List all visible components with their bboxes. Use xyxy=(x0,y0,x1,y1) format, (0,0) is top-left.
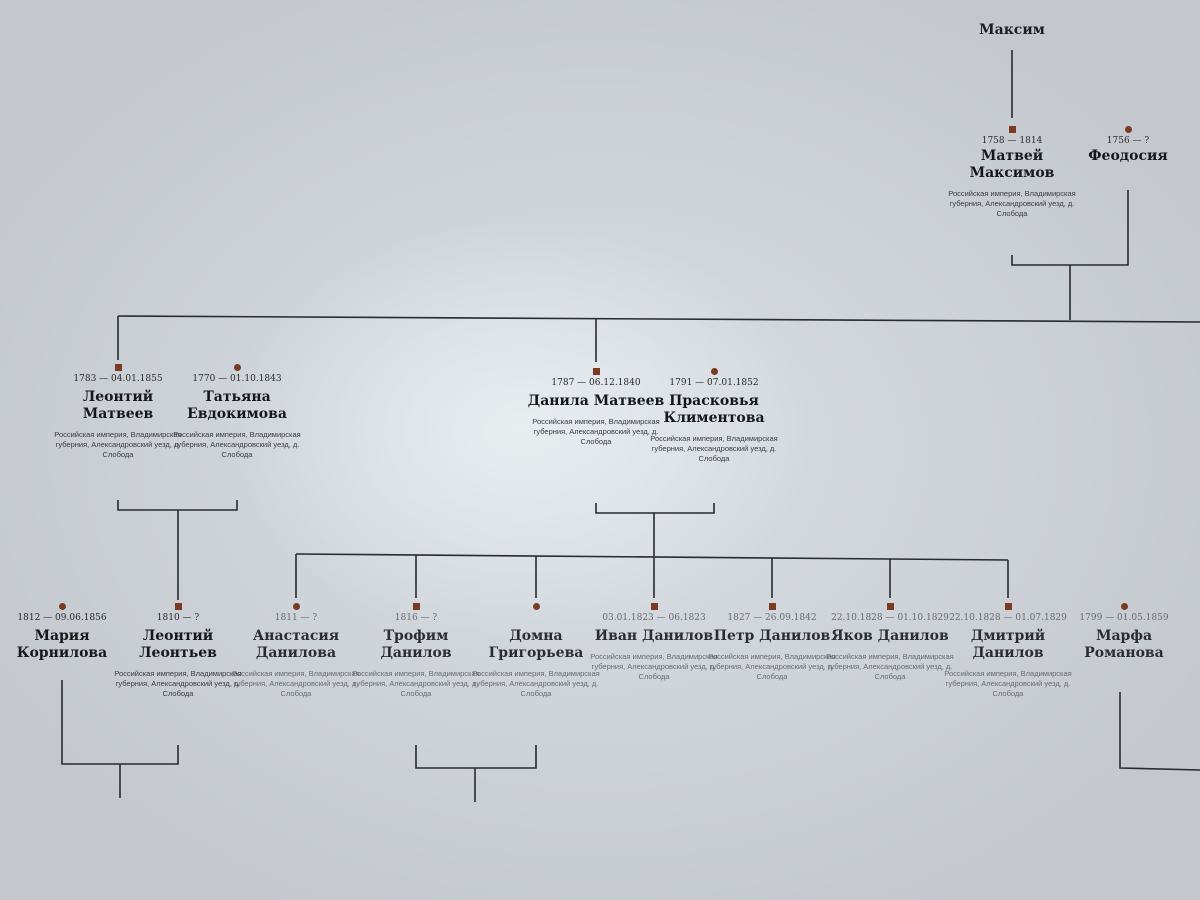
person-birthplace: Российская империя, Владимирская губерни… xyxy=(472,669,600,698)
person-name: Яков Данилов xyxy=(831,628,949,644)
person-leontiy[interactable]: 1783 — 04.01.1855 Леонтий Матвеев Россий… xyxy=(48,364,188,460)
person-name: Матвей Максимов xyxy=(969,148,1055,181)
female-marker-icon xyxy=(58,603,66,610)
female-marker-icon xyxy=(532,603,540,610)
person-dates: 1799 — 01.05.1859 xyxy=(1079,613,1169,623)
person-yakov[interactable]: 22.10.1828 — 01.10.1829 Яков Данилов Рос… xyxy=(820,603,960,682)
male-marker-icon xyxy=(650,603,658,610)
female-marker-icon xyxy=(233,364,241,371)
person-name: Максим xyxy=(979,22,1045,38)
person-name: Феодосия xyxy=(1088,148,1168,164)
person-name: Домна Григорьева xyxy=(488,628,584,661)
connector-couple-danila-praskovia xyxy=(595,503,715,514)
person-birthplace: Российская империя, Владимирская губерни… xyxy=(650,434,778,463)
male-marker-icon xyxy=(1004,603,1012,610)
person-name: Данила Матвеев xyxy=(527,393,665,409)
person-dates: 1783 — 04.01.1855 xyxy=(73,374,163,384)
person-feodosia[interactable]: 1756 — ? Феодосия xyxy=(1058,126,1198,165)
male-marker-icon xyxy=(114,364,122,371)
person-name: Марфа Романова xyxy=(1084,628,1164,661)
person-leontiy2[interactable]: 1810 — ? Леонтий Леонтьев Российская имп… xyxy=(108,603,248,699)
person-dates: 1770 — 01.10.1843 xyxy=(192,374,282,384)
person-dates: 22.10.1828 — 01.07.1829 xyxy=(949,613,1067,623)
female-marker-icon xyxy=(1124,126,1132,133)
person-birthplace: Российская империя, Владимирская губерни… xyxy=(948,189,1076,218)
person-dates: 1791 — 07.01.1852 xyxy=(669,378,759,388)
female-marker-icon xyxy=(1120,603,1128,610)
person-marfa[interactable]: 1799 — 01.05.1859 Марфа Романова xyxy=(1054,603,1194,662)
male-marker-icon xyxy=(886,603,894,610)
person-birthplace: Российская империя, Владимирская губерни… xyxy=(708,652,836,681)
person-name: Леонтий Леонтьев xyxy=(139,628,217,661)
person-anastasia[interactable]: 1811 — ? Анастасия Данилова Российская и… xyxy=(226,603,366,699)
male-marker-icon xyxy=(174,603,182,610)
person-dates: 1827 — 26.09.1842 xyxy=(727,613,817,623)
female-marker-icon xyxy=(292,603,300,610)
person-birthplace: Российская империя, Владимирская губерни… xyxy=(173,430,301,459)
connector-couple-leontiy-tatiana xyxy=(117,500,238,511)
person-maria[interactable]: 1812 — 09.06.1856 Мария Корнилова xyxy=(0,603,132,662)
person-dates: 1811 — ? xyxy=(274,613,318,623)
person-danila[interactable]: 1787 — 06.12.1840 Данила Матвеев Российс… xyxy=(526,368,666,447)
person-dates: 1810 — ? xyxy=(156,613,200,623)
person-name: Иван Данилов xyxy=(594,628,714,644)
person-birthplace: Российская империя, Владимирская губерни… xyxy=(232,669,360,698)
person-dmitriy[interactable]: 22.10.1828 — 01.07.1829 Дмитрий Данилов … xyxy=(938,603,1078,699)
person-dates: 1756 — ? xyxy=(1106,136,1150,146)
person-praskovia[interactable]: 1791 — 07.01.1852 Прасковья Климентова Р… xyxy=(644,368,784,464)
person-birthplace: Российская империя, Владимирская губерни… xyxy=(54,430,182,459)
person-matvey[interactable]: 1758 — 1814 Матвей Максимов Российская и… xyxy=(942,126,1082,219)
person-birthplace: Российская империя, Владимирская губерни… xyxy=(352,669,480,698)
person-root[interactable]: Максим xyxy=(942,22,1082,38)
person-trofim[interactable]: 1816 — ? Трофим Данилов Российская импер… xyxy=(346,603,486,699)
connector-bus-danila-children xyxy=(295,553,1009,561)
person-dates: 1787 — 06.12.1840 xyxy=(551,378,641,388)
male-marker-icon xyxy=(412,603,420,610)
female-marker-icon xyxy=(710,368,718,375)
male-marker-icon xyxy=(592,368,600,375)
person-name: Мария Корнилова xyxy=(16,628,108,661)
person-name: Прасковья Климентова xyxy=(663,393,765,426)
person-dates: 1812 — 09.06.1856 xyxy=(17,613,107,623)
person-birthplace: Российская империя, Владимирская губерни… xyxy=(590,652,718,681)
connector-bus-matvey-children xyxy=(117,315,1200,323)
person-tatiana[interactable]: 1770 — 01.10.1843 Татьяна Евдокимова Рос… xyxy=(167,364,307,460)
person-name: Анастасия Данилова xyxy=(252,628,340,661)
person-name: Татьяна Евдокимова xyxy=(187,389,287,422)
connector-couple-marfa xyxy=(1119,692,1200,771)
person-domna[interactable]: Домна Григорьева Российская империя, Вла… xyxy=(466,603,606,699)
male-marker-icon xyxy=(768,603,776,610)
person-dates: 03.01.1823 — 06.1823 xyxy=(602,613,706,623)
person-dates: 22.10.1828 — 01.10.1829 xyxy=(831,613,949,623)
connector-couple-trofim-domna xyxy=(415,745,537,769)
person-name: Леонтий Матвеев xyxy=(82,389,154,422)
person-birthplace: Российская империя, Владимирская губерни… xyxy=(532,417,660,446)
person-name: Петр Данилов xyxy=(713,628,831,644)
person-birthplace: Российская империя, Владимирская губерни… xyxy=(944,669,1072,698)
person-ivan[interactable]: 03.01.1823 — 06.1823 Иван Данилов Россий… xyxy=(584,603,724,682)
person-dates: 1758 — 1814 xyxy=(981,136,1043,146)
person-petr[interactable]: 1827 — 26.09.1842 Петр Данилов Российска… xyxy=(702,603,842,682)
person-dates: 1816 — ? xyxy=(394,613,438,623)
person-name: Дмитрий Данилов xyxy=(970,628,1046,661)
person-birthplace: Российская империя, Владимирская губерни… xyxy=(114,669,242,698)
person-name: Трофим Данилов xyxy=(380,628,452,661)
male-marker-icon xyxy=(1008,126,1016,133)
person-birthplace: Российская империя, Владимирская губерни… xyxy=(826,652,954,681)
